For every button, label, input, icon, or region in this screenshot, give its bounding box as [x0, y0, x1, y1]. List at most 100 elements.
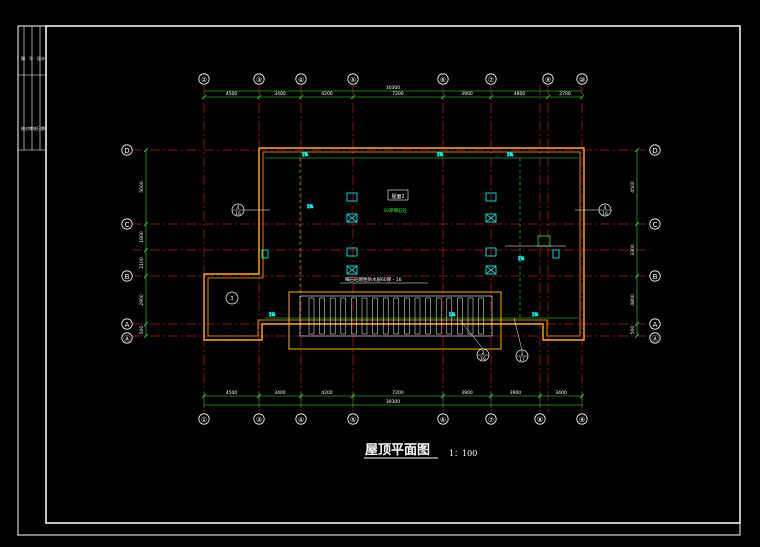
axis-right-bubble [649, 218, 661, 230]
dim-tick [634, 333, 640, 339]
axis-bottom-bubble [253, 413, 265, 425]
axis-left-bubble [121, 270, 133, 282]
dim-tick [634, 273, 640, 279]
skylight-slat [382, 297, 389, 335]
axis-left-bubble-label: D [124, 147, 129, 155]
dim-label: 1800 [139, 231, 145, 243]
axis-right-bubble [649, 144, 661, 156]
dim-tick [634, 321, 640, 327]
slope-label: 1% [269, 312, 276, 317]
axis-left-bubble [121, 144, 133, 156]
detail-callout-bottom: 17 [519, 357, 525, 363]
hatch-symbol [346, 265, 358, 275]
hatch-symbol-cross [485, 265, 497, 275]
skylight-slat [308, 297, 315, 335]
axis-top-bubble [253, 73, 265, 85]
skylight-slat [329, 297, 336, 335]
axis-left-bubble [121, 332, 133, 344]
axis-top-bubble [295, 73, 307, 85]
axis-bottom-bubble-label: ⑥ [440, 416, 446, 424]
roof-label: 屋面2 [391, 194, 404, 200]
title-strip-text: 号 [29, 55, 33, 61]
axis-top-bubble [485, 73, 497, 85]
dim-total-label: 30300 [386, 85, 400, 91]
dim-tick [545, 94, 551, 100]
axis-top-bubble-label: ⑩ [579, 76, 585, 84]
axis-left-bubble-label: A [125, 321, 130, 329]
hatch-symbol-cross [346, 265, 358, 275]
skylight-slat [340, 297, 347, 335]
dim-tick [488, 94, 494, 100]
dim-label: 3300 [630, 244, 636, 256]
axis-left-bubble [121, 218, 133, 230]
detail-callout-top: 4 [237, 205, 240, 211]
axis-bottom-bubble [534, 413, 546, 425]
title-strip-text: 图 [21, 55, 25, 61]
detail-callout-bottom: 16 [480, 356, 486, 362]
skylight-slat [319, 297, 325, 335]
parapet-label: 细石砼刚性防水层60厚 - 16 [345, 276, 402, 283]
hatch-symbol [346, 213, 358, 223]
axis-top-bubble [542, 73, 554, 85]
roof-label-box [387, 189, 409, 201]
vent-symbol [485, 247, 497, 257]
dim-label: 500 [630, 326, 636, 335]
dim-tick [143, 147, 149, 153]
dim-tick [350, 94, 356, 100]
axis-right-bubble-label: B [653, 273, 658, 281]
axis-bottom-bubble [347, 413, 359, 425]
skylight-slat [457, 297, 463, 335]
axis-top-bubble-label: ③ [256, 76, 262, 84]
axis-top-bubble [437, 73, 449, 85]
dim-label: 4500 [630, 181, 636, 193]
drawing-title: 屋顶平面图 [365, 443, 430, 458]
axis-left-bubble [121, 318, 133, 330]
callout-leader [459, 319, 484, 350]
dim-label: 3900 [510, 390, 522, 396]
callout-leader [513, 317, 523, 351]
axis-top-bubble-label: ⑤ [350, 76, 356, 84]
detail-callout-top: 4 [604, 205, 607, 211]
skylight-slat [393, 297, 400, 335]
axis-right-bubble-label: Ⓐ [652, 335, 659, 343]
hatch-symbol-cross [346, 213, 358, 223]
axis-top-bubble-label: ⑨ [545, 76, 551, 84]
dim-label: 4200 [321, 390, 333, 396]
slope-label: 1% [307, 204, 314, 209]
axis-top-bubble-label: ⑥ [440, 76, 446, 84]
skylight-slat [446, 297, 453, 335]
skylight-slat [425, 297, 431, 335]
skylight-slat [404, 297, 410, 335]
dim-label: 3400 [555, 390, 567, 396]
dim-label: 7200 [392, 91, 404, 97]
dim-tick [143, 221, 149, 227]
vent-symbol [485, 192, 497, 202]
roof-equipment: 1%1%1%1%1%1%1%1% [261, 152, 566, 317]
axis-bottom-bubble-label: ④ [298, 416, 304, 424]
dim-tick [256, 94, 262, 100]
inner-frame [45, 25, 741, 524]
skylight-slat [351, 297, 357, 335]
dim-total-label: 30300 [386, 399, 400, 405]
axis-right-bubble [649, 332, 661, 344]
title-strip-text: 日期 [37, 125, 45, 131]
slope-label: 1% [532, 312, 539, 317]
axis-right-bubble-label: C [653, 221, 658, 229]
axis-bottom-bubble-label: ① [201, 416, 207, 424]
skylight-slat [372, 297, 378, 335]
hatch-symbol-cross [485, 213, 497, 223]
dim-tick [143, 321, 149, 327]
axis-bottom-bubble-label: ③ [256, 416, 262, 424]
axis-left-bubble-label: C [125, 221, 130, 229]
detail-callout [225, 291, 239, 305]
axis-top-bubble-label: ⑦ [488, 76, 494, 84]
skylight-structure [288, 291, 502, 350]
dim-label: 4500 [226, 91, 238, 97]
slope-label: 1% [518, 256, 525, 261]
dim-label: 3900 [461, 91, 473, 97]
axis-left-bubble-label: B [125, 273, 130, 281]
detail-callout-bottom: 16 [602, 211, 608, 217]
axis-bottom-bubble-label: ⑦ [488, 416, 494, 424]
skylight-slat [478, 297, 484, 335]
